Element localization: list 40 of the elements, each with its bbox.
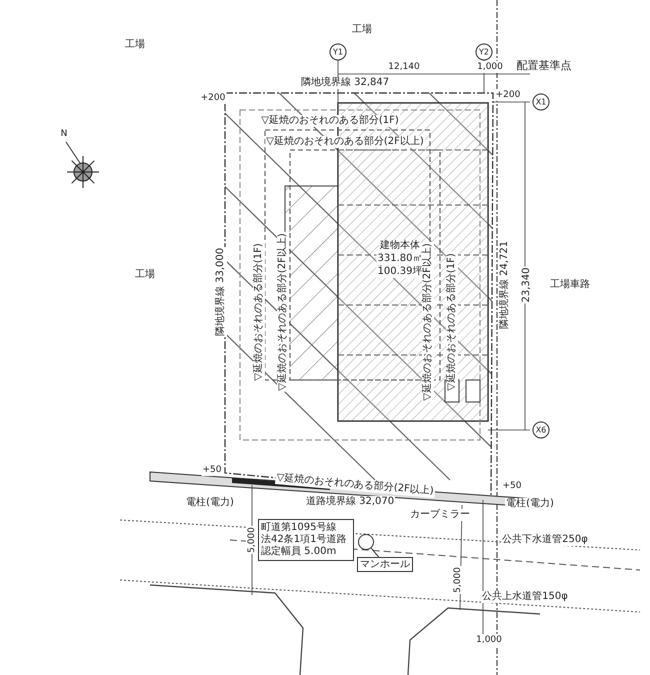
drawing-label: ▽延焼のおそれのある部分(2F以上) [422,242,434,402]
grid-axis-marker: X6 [532,422,550,438]
grid-axis-marker: X1 [532,94,550,110]
drawing-label: 建物本体 [379,240,421,252]
drawing-label: 隣地境界線 24,721 [499,240,511,330]
drawing-label: ▽延焼のおそれのある部分(1F) [253,242,265,382]
drawing-label: ▽延焼のおそれのある部分(2F以上) [265,136,425,148]
leader-line [370,548,380,558]
drawing-label: 工場 [351,24,373,36]
drawing-label: 331.80㎡ [376,253,424,265]
drawing-label: ▽延焼のおそれのある部分(2F以上) [277,232,289,392]
drawing-label: 電柱(電力) [505,498,555,510]
drawing-label: 隣地境界線 33,000 [215,246,227,338]
drawing-label: 12,140 [387,61,421,73]
drawing-label: ▽延焼のおそれのある部分(1F) [260,115,400,127]
road-info-box: 町道第1095号線 法42条1項1号道路 認定幅員 5.00m [258,519,354,561]
drawing-label: 道路境界線 32,070 [304,496,396,508]
grid-axis-marker: Y2 [476,44,492,60]
drawing-label: 工場 [134,269,156,281]
drawing-label: 1,000 [475,634,503,646]
drawing-label: 公共下水道管250φ [501,534,589,546]
drawing-label: +200 [200,92,226,104]
tag-box: マンホール [357,557,413,572]
drawing-label: ▽延焼のおそれのある部分(1F) [446,252,458,392]
drawing-label: +200 [494,89,522,101]
drawing-label: 工場 [124,39,146,51]
drawing-label: +50 [202,464,222,476]
grid-axis-marker: Y1 [330,44,346,60]
drawing-label: カーブミラー [409,509,471,521]
drawing-label: 隣地境界線 32,847 [300,77,390,89]
drawing-label: 公共上水道管150φ [481,591,569,603]
drawing-label: 電柱(電力) [185,497,235,509]
drawing-label: 5,000 [452,566,464,594]
drawing-label: 23,340 [521,266,533,304]
drawing-label: 5,000 [246,526,258,554]
drawing-label: 1,000 [476,61,504,73]
drawing-label: 100.39坪 [376,266,424,278]
manhole-symbol [358,534,374,550]
drawing-label: 工場車路 [549,279,591,291]
drawing-label: 配置基準点 [516,60,572,72]
